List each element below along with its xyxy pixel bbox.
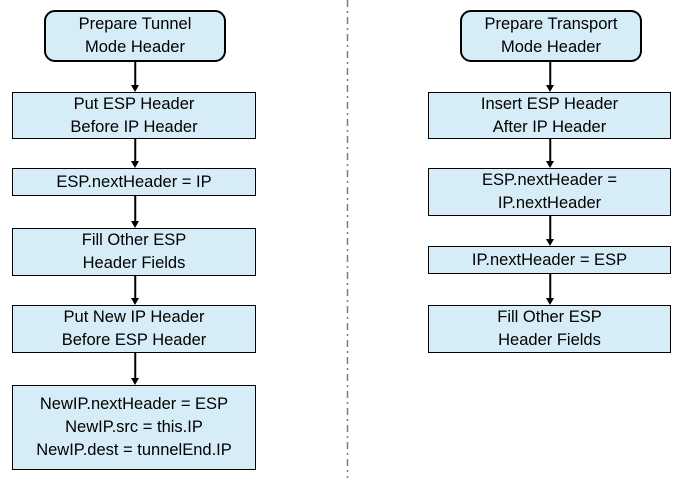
left-flow-step-5: NewIP.nextHeader = ESP NewIP.src = this.… <box>12 385 256 470</box>
left-flow-arrow-5 <box>130 353 140 385</box>
arrow-stem <box>549 62 551 86</box>
left-flow-step-3-label: Fill Other ESP Header Fields <box>81 231 187 272</box>
arrow-stem <box>549 216 551 240</box>
right-flow-step-3-label: IP.nextHeader = ESP <box>471 250 628 269</box>
right-flow-start-label: Prepare Transport Mode Header <box>484 15 618 56</box>
right-flow-step-3: IP.nextHeader = ESP <box>428 246 671 274</box>
right-flow-step-4-label: Fill Other ESP Header Fields <box>497 308 602 349</box>
left-flow-arrow-2 <box>130 139 140 168</box>
right-flow-step-1-label: Insert ESP Header After IP Header <box>480 94 619 136</box>
left-flow-step-2: ESP.nextHeader = IP <box>12 168 256 196</box>
right-flow-start-box: Prepare Transport Mode Header <box>460 10 642 62</box>
left-flow-step-3: Fill Other ESP Header Fields <box>12 228 256 276</box>
arrowhead-down-icon <box>131 298 139 305</box>
arrow-stem <box>549 274 551 299</box>
left-flow-start-box: Prepare Tunnel Mode Header <box>44 10 226 62</box>
arrowhead-down-icon <box>131 221 139 228</box>
left-flow-arrow-3 <box>130 196 140 228</box>
arrowhead-down-icon <box>546 239 554 246</box>
left-flow-arrow-4 <box>130 276 140 305</box>
arrow-stem <box>134 139 136 162</box>
arrowhead-down-icon <box>546 161 554 168</box>
left-flow-step-1: Put ESP Header Before IP Header <box>12 92 256 139</box>
right-flow-step-2: ESP.nextHeader = IP.nextHeader <box>428 168 671 216</box>
left-flow-step-2-label: ESP.nextHeader = IP <box>56 172 212 191</box>
right-flow-step-2-label: ESP.nextHeader = IP.nextHeader <box>482 171 617 212</box>
left-flow-step-4-label: Put New IP Header Before ESP Header <box>61 308 207 349</box>
arrow-stem <box>134 196 136 222</box>
arrow-stem <box>134 276 136 299</box>
arrow-stem <box>549 139 551 162</box>
arrow-stem <box>134 353 136 379</box>
right-flow-arrow-3 <box>545 216 555 246</box>
left-flow-step-1-label: Put ESP Header Before IP Header <box>70 94 198 136</box>
arrowhead-down-icon <box>131 85 139 92</box>
right-flow-step-1: Insert ESP Header After IP Header <box>428 92 671 139</box>
right-flow-arrow-4 <box>545 274 555 305</box>
arrow-stem <box>134 62 136 86</box>
left-flow-arrow-1 <box>130 62 140 92</box>
left-flow-start-label: Prepare Tunnel Mode Header <box>78 15 192 56</box>
arrowhead-down-icon <box>546 85 554 92</box>
arrowhead-down-icon <box>546 298 554 305</box>
arrowhead-down-icon <box>131 161 139 168</box>
right-flow-step-4: Fill Other ESP Header Fields <box>428 305 671 353</box>
arrowhead-down-icon <box>131 378 139 385</box>
right-flow-arrow-1 <box>545 62 555 92</box>
right-flow-arrow-2 <box>545 139 555 168</box>
left-flow-step-4: Put New IP Header Before ESP Header <box>12 305 256 353</box>
left-flow-step-5-label: NewIP.nextHeader = ESP NewIP.src = this.… <box>36 395 232 459</box>
